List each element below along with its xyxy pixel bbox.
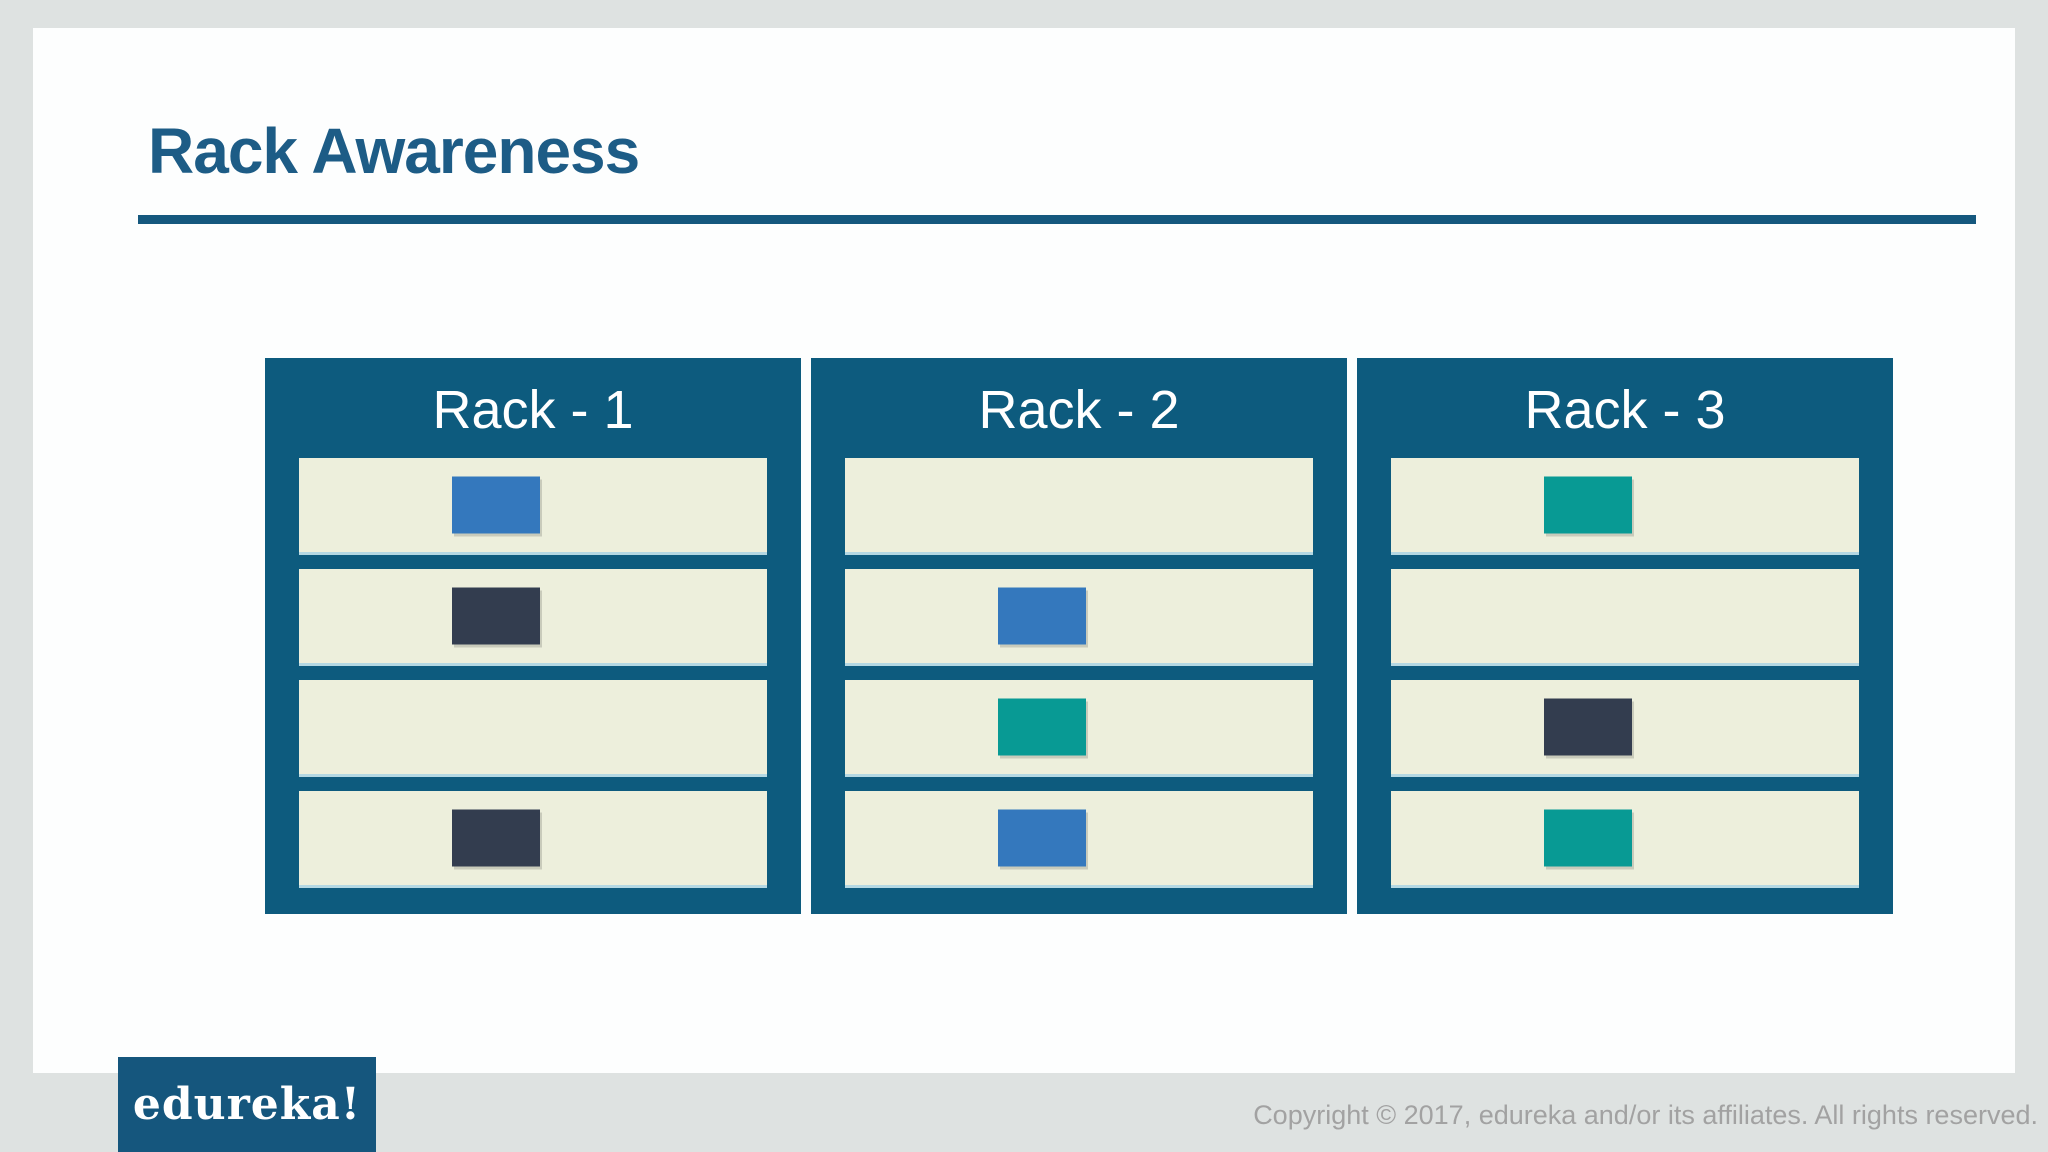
title-underline [138,215,1976,224]
rack-slot [299,458,767,552]
data-block-navy [451,809,540,867]
racks-container: Rack - 1 Rack - 2 Rack - 3 [265,358,1893,914]
rack-slot [845,458,1313,552]
data-block-teal [1543,809,1632,867]
rack-slot [845,569,1313,663]
page-title: Rack Awareness [148,115,640,187]
rack-label: Rack - 2 [978,380,1180,440]
rack-slot [845,680,1313,774]
data-block-blue [997,809,1086,867]
data-block-navy [1543,698,1632,756]
slide-canvas: Rack Awareness Rack - 1 Rack - 2 Rack - … [33,28,2015,1073]
copyright-notice: Copyright © 2017, edureka and/or its aff… [1253,1100,2038,1130]
rack-slot [1391,791,1859,885]
rack-slot [1391,569,1859,663]
rack-label: Rack - 1 [432,380,634,440]
rack-slot [1391,458,1859,552]
rack: Rack - 1 [265,358,801,914]
edureka-logo: edureka! [118,1057,376,1152]
rack-slot [1391,680,1859,774]
rack-slots [265,458,801,885]
data-block-blue [997,587,1086,645]
data-block-teal [997,698,1086,756]
edureka-logo-text: edureka! [132,1079,362,1130]
rack-slot [299,569,767,663]
rack-slot [299,791,767,885]
data-block-navy [451,587,540,645]
rack: Rack - 3 [1357,358,1893,914]
rack-slots [811,458,1347,885]
rack-label: Rack - 3 [1524,380,1726,440]
rack: Rack - 2 [811,358,1347,914]
data-block-blue [451,476,540,534]
rack-slot [299,680,767,774]
rack-slots [1357,458,1893,885]
rack-slot [845,791,1313,885]
data-block-teal [1543,476,1632,534]
